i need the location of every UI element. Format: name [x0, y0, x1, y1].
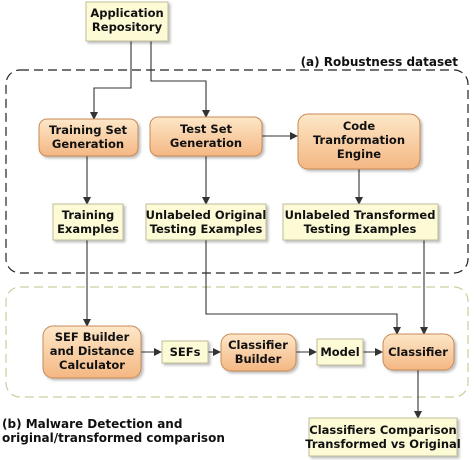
node-label: Repository — [92, 20, 163, 34]
node-unlabeled-original-testing: Unlabeled Original Testing Examples — [145, 203, 267, 241]
node-sefs: SEFs — [161, 340, 209, 364]
node-unlabeled-transformed-testing: Unlabeled Transformed Testing Examples — [282, 203, 439, 241]
node-label: SEFs — [170, 345, 201, 359]
node-label: Examples — [57, 222, 119, 236]
node-classifier: Classifier — [382, 333, 455, 371]
robustness-region — [5, 69, 469, 274]
node-label: Generation — [170, 136, 242, 150]
edges — [83, 41, 428, 419]
node-label: Testing Examples — [304, 222, 417, 236]
node-label: Application — [90, 6, 163, 20]
node-application-repository: Application Repository — [85, 1, 169, 42]
node-label: Unlabeled Original — [146, 208, 267, 222]
node-code-transformation-engine: Code Tranformation Engine — [297, 113, 421, 170]
node-training-examples: Training Examples — [52, 203, 124, 241]
node-label: Calculator — [59, 358, 125, 372]
detection-region-label-line2: original/transformed comparison — [2, 431, 225, 445]
node-box — [282, 203, 439, 241]
node-label: Testing Examples — [150, 222, 263, 236]
detection-region-label-line1: (b) Malware Detection and — [2, 417, 182, 431]
node-box — [316, 338, 364, 366]
node-classifier-builder: Classifier Builder — [220, 333, 297, 372]
node-label: Training Set — [49, 123, 128, 137]
node-label: Training — [62, 208, 115, 222]
node-box — [161, 340, 209, 364]
node-label: Builder — [235, 352, 282, 366]
node-label: SEF Builder — [55, 330, 130, 344]
node-test-set-generation: Test Set Generation — [149, 116, 263, 157]
node-box — [220, 333, 297, 372]
node-label: Model — [320, 345, 359, 359]
node-label: Engine — [337, 147, 381, 161]
node-label: Tranformation — [313, 133, 405, 147]
node-box — [149, 116, 263, 157]
node-box — [42, 325, 142, 379]
node-classifiers-comparison: Classifiers Comparison Transformed vs Or… — [305, 417, 461, 457]
node-box — [382, 333, 455, 371]
detection-region — [5, 286, 469, 398]
node-label: Classifiers Comparison — [309, 423, 456, 437]
edge-unlabeled-original-to-classifier — [205, 240, 401, 335]
node-label: Classifier — [228, 338, 288, 352]
edge-repo-to-training-gen — [90, 41, 132, 120]
node-box — [85, 1, 169, 42]
node-box — [297, 113, 421, 170]
node-label: Test Set — [180, 122, 233, 136]
node-label: Unlabeled Transformed — [285, 208, 436, 222]
node-training-set-generation: Training Set Generation — [38, 118, 139, 157]
node-label: Generation — [52, 137, 124, 151]
node-model: Model — [316, 338, 364, 366]
node-box — [308, 417, 458, 457]
node-sef-builder: SEF Builder and Distance Calculator — [42, 325, 142, 379]
node-box — [52, 203, 124, 241]
robustness-region-label: (a) Robustness dataset — [301, 55, 459, 69]
node-label: Classifier — [388, 345, 448, 359]
node-label: Transformed vs Original — [305, 437, 460, 451]
node-label: Code — [343, 119, 376, 133]
node-label: and Distance — [50, 344, 135, 358]
edge-repo-to-test-gen — [150, 41, 210, 118]
node-box — [38, 118, 139, 157]
node-box — [145, 203, 267, 241]
